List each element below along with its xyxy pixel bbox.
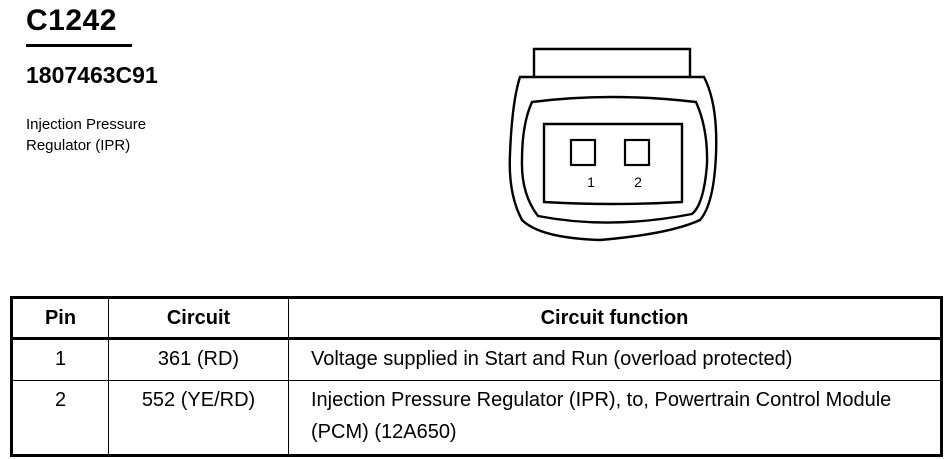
pin-table-header-row: Pin Circuit Circuit function bbox=[11, 297, 942, 340]
component-name: Injection Pressure Regulator (IPR) bbox=[26, 116, 147, 154]
connector-outer-shell bbox=[508, 75, 718, 242]
pin-2-terminal bbox=[623, 138, 651, 167]
connector-id: C1242 bbox=[26, 4, 117, 37]
connector-latch-tab bbox=[532, 47, 692, 77]
connector-face-diagram: 1 2 bbox=[500, 44, 722, 244]
connector-face-drawing: 1 2 bbox=[508, 47, 718, 242]
pin-2-label: 2 bbox=[634, 174, 642, 190]
pin-1-terminal bbox=[569, 138, 597, 167]
circuit-column-header: Circuit bbox=[108, 297, 289, 340]
circuit-function-column-header: Circuit function bbox=[288, 297, 942, 340]
pin-table: Pin Circuit Circuit function 1 361 (RD) … bbox=[10, 296, 943, 457]
circuit-function-cell: Injection Pressure Regulator (IPR), to, … bbox=[288, 380, 942, 456]
circuit-cell: 552 (YE/RD) bbox=[108, 380, 289, 456]
table-row: 2 552 (YE/RD) Injection Pressure Regulat… bbox=[11, 380, 942, 456]
pin-cell: 1 bbox=[11, 338, 109, 381]
pin-1-label: 1 bbox=[587, 174, 595, 190]
table-row: 1 361 (RD) Voltage supplied in Start and… bbox=[11, 338, 942, 381]
circuit-cell: 361 (RD) bbox=[108, 338, 289, 381]
pin-cavity-housing bbox=[542, 122, 684, 206]
pin-cell: 2 bbox=[11, 380, 109, 456]
part-number: 1807463C91 bbox=[26, 62, 158, 88]
connector-id-underline bbox=[26, 44, 132, 47]
circuit-function-cell: Voltage supplied in Start and Run (overl… bbox=[288, 338, 942, 381]
connector-inner-shell bbox=[520, 95, 709, 224]
pin-column-header: Pin bbox=[11, 297, 109, 340]
